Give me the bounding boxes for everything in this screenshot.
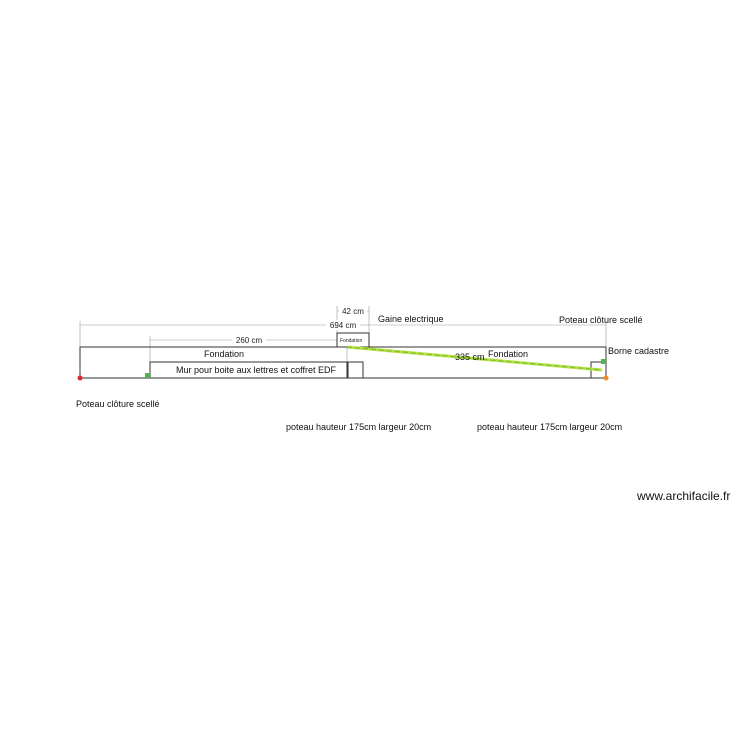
post-center	[347, 361, 364, 379]
watermark: www.archifacile.fr	[636, 489, 730, 503]
poteau-note-1: poteau hauteur 175cm largeur 20cm	[286, 422, 431, 432]
fondation-left-label: Fondation	[204, 349, 244, 359]
dimension-label-total: 694 cm	[330, 321, 357, 330]
marker-green-square-left	[145, 373, 150, 378]
mailbox-wall-label: Mur pour boite aux lettres et coffret ED…	[176, 365, 336, 375]
diagonal-line-dash	[346, 346, 603, 371]
fondation-small-label: Fondation	[340, 338, 362, 344]
borne-label: Borne cadastre	[608, 346, 669, 356]
poteau-right-label: Poteau clôture scellé	[559, 315, 643, 325]
marker-green-square-right	[601, 359, 606, 364]
marker-red-dot	[77, 375, 83, 381]
gaine-label: Gaine electrique	[378, 314, 444, 324]
dimension-label-gaine: 42 cm	[342, 307, 364, 316]
marker-orange-dot	[603, 375, 609, 381]
dimension-label-wall: 260 cm	[236, 336, 263, 345]
mailbox-wall	[149, 361, 348, 379]
fondation-right-label: Fondation	[488, 349, 528, 359]
diagonal-dimension-label: 335 cm	[455, 352, 485, 362]
poteau-note-2: poteau hauteur 175cm largeur 20cm	[477, 422, 622, 432]
poteau-left-label: Poteau clôture scellé	[76, 399, 160, 409]
